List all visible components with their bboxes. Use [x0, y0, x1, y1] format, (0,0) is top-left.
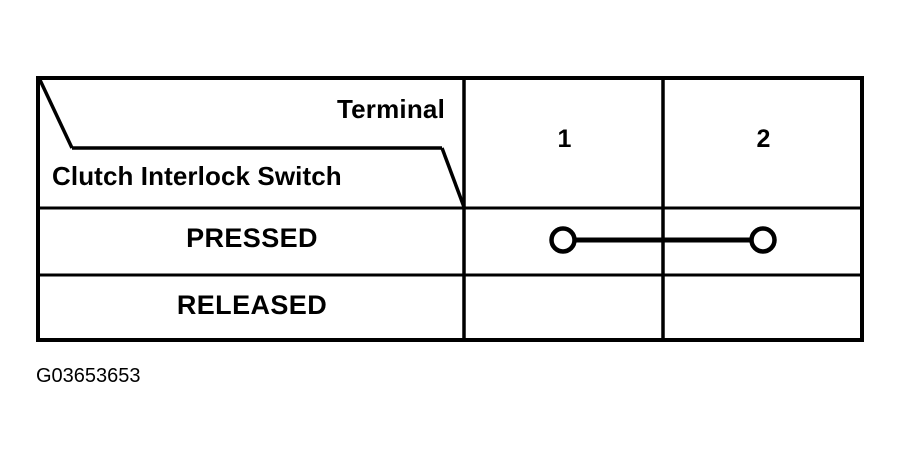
figure-caption: G03653653 [36, 365, 141, 387]
corner-diagonal-lower [440, 147, 466, 208]
corner-diagonal-upper [38, 79, 74, 149]
continuity-node-terminal-2 [749, 226, 777, 254]
row-label-pressed: PRESSED [186, 223, 318, 253]
row-label-released: RELEASED [176, 290, 328, 320]
column-header-terminal-2: 2 [756, 125, 771, 153]
row-axis-label: Clutch Interlock Switch [52, 161, 342, 191]
column-axis-label: Terminal [336, 94, 445, 124]
continuity-node-terminal-1 [549, 226, 577, 254]
column-header-terminal-1: 1 [557, 125, 572, 153]
continuity-connector-icon [549, 226, 777, 254]
